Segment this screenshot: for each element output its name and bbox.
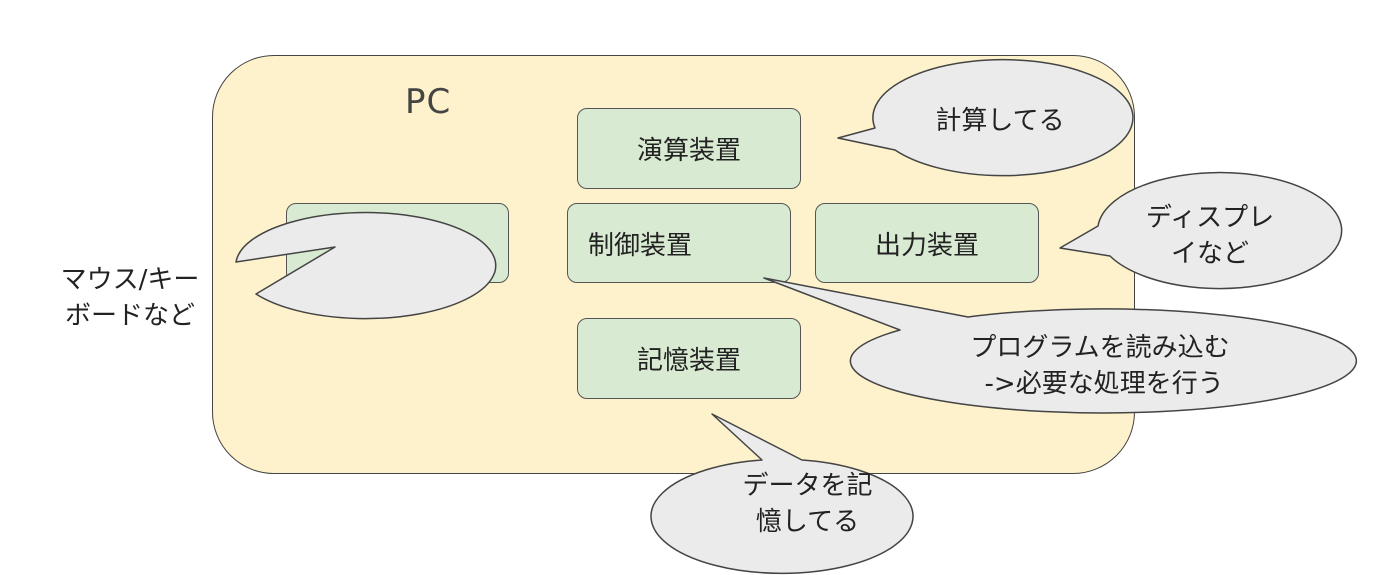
pc-label: PC xyxy=(405,82,452,122)
output-callout-text: ディスプレ イなど xyxy=(1145,203,1275,269)
control-callout-text: プログラムを読み込む ->必要な処理を行う xyxy=(970,333,1230,399)
memory-unit-box: 記憶装置 xyxy=(577,318,801,399)
input-callout-text: マウス/キー ボードなど xyxy=(60,265,200,331)
control-callout-shape xyxy=(763,277,1358,414)
control-unit-box: 制御装置 xyxy=(567,203,791,283)
compute-unit-box: 演算装置 xyxy=(577,108,801,189)
output-callout-shape xyxy=(1059,171,1343,290)
memory-callout-shape xyxy=(650,413,914,575)
compute-callout-shape xyxy=(837,58,1134,177)
memory-callout-text: データを記 憶してる xyxy=(742,471,873,537)
compute-callout-text: 計算してる xyxy=(935,106,1065,136)
input-callout-shape xyxy=(235,211,497,320)
output-unit-box: 出力装置 xyxy=(815,203,1039,283)
